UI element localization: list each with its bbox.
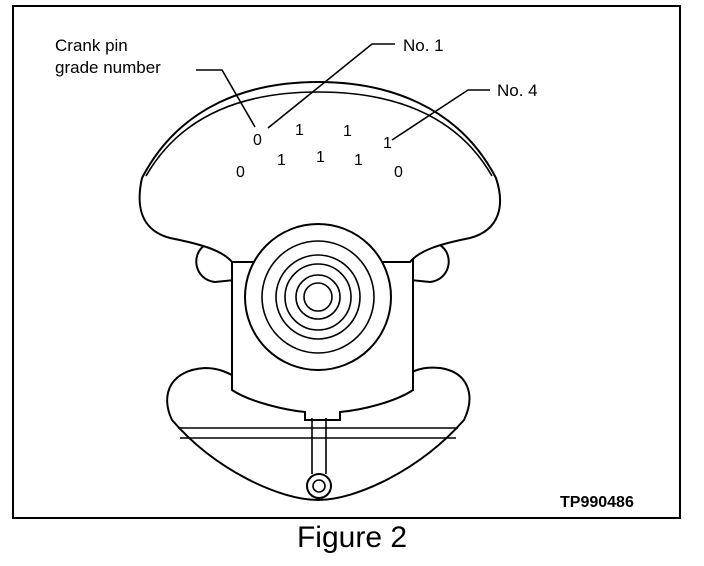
grade-digit: 1 bbox=[277, 152, 286, 169]
grade-number-label-line2: grade number bbox=[55, 58, 161, 77]
grade-digit: 1 bbox=[316, 149, 325, 166]
no1-label: No. 1 bbox=[403, 36, 444, 55]
grade-digit: 1 bbox=[343, 123, 352, 140]
grade-digit: 1 bbox=[383, 135, 392, 152]
grade-digit: 0 bbox=[253, 132, 262, 149]
main-journal bbox=[244, 223, 392, 371]
upper-counterweight bbox=[138, 80, 502, 263]
grade-digit: 1 bbox=[295, 122, 304, 139]
no4-label: No. 4 bbox=[497, 81, 538, 100]
grade-numbers: 0 1 1 1 0 1 1 1 0 bbox=[236, 122, 403, 181]
lower-counterweight bbox=[166, 366, 471, 502]
reference-code: TP990486 bbox=[560, 494, 634, 511]
grade-digit: 0 bbox=[236, 164, 245, 181]
grade-digit: 1 bbox=[354, 152, 363, 169]
oil-hole bbox=[306, 418, 332, 499]
figure-caption: Figure 2 bbox=[296, 521, 408, 554]
grade-digit: 0 bbox=[394, 164, 403, 181]
leader-lines bbox=[196, 43, 490, 141]
grade-number-label-line1: Crank pin bbox=[55, 36, 128, 55]
